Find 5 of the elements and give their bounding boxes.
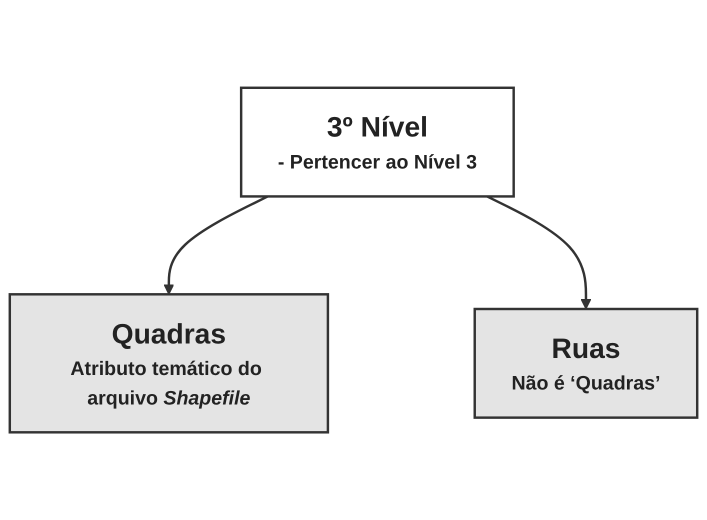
node-box: 3º Nível - Pertencer ao Nível 3 — [240, 86, 515, 198]
arrow — [163, 195, 268, 295]
node-box: Ruas Não é ‘Quadras’ — [474, 308, 698, 419]
arrow — [486, 195, 592, 310]
node-box: Quadras Atributo temático do arquivo Shapefile — [8, 293, 330, 434]
